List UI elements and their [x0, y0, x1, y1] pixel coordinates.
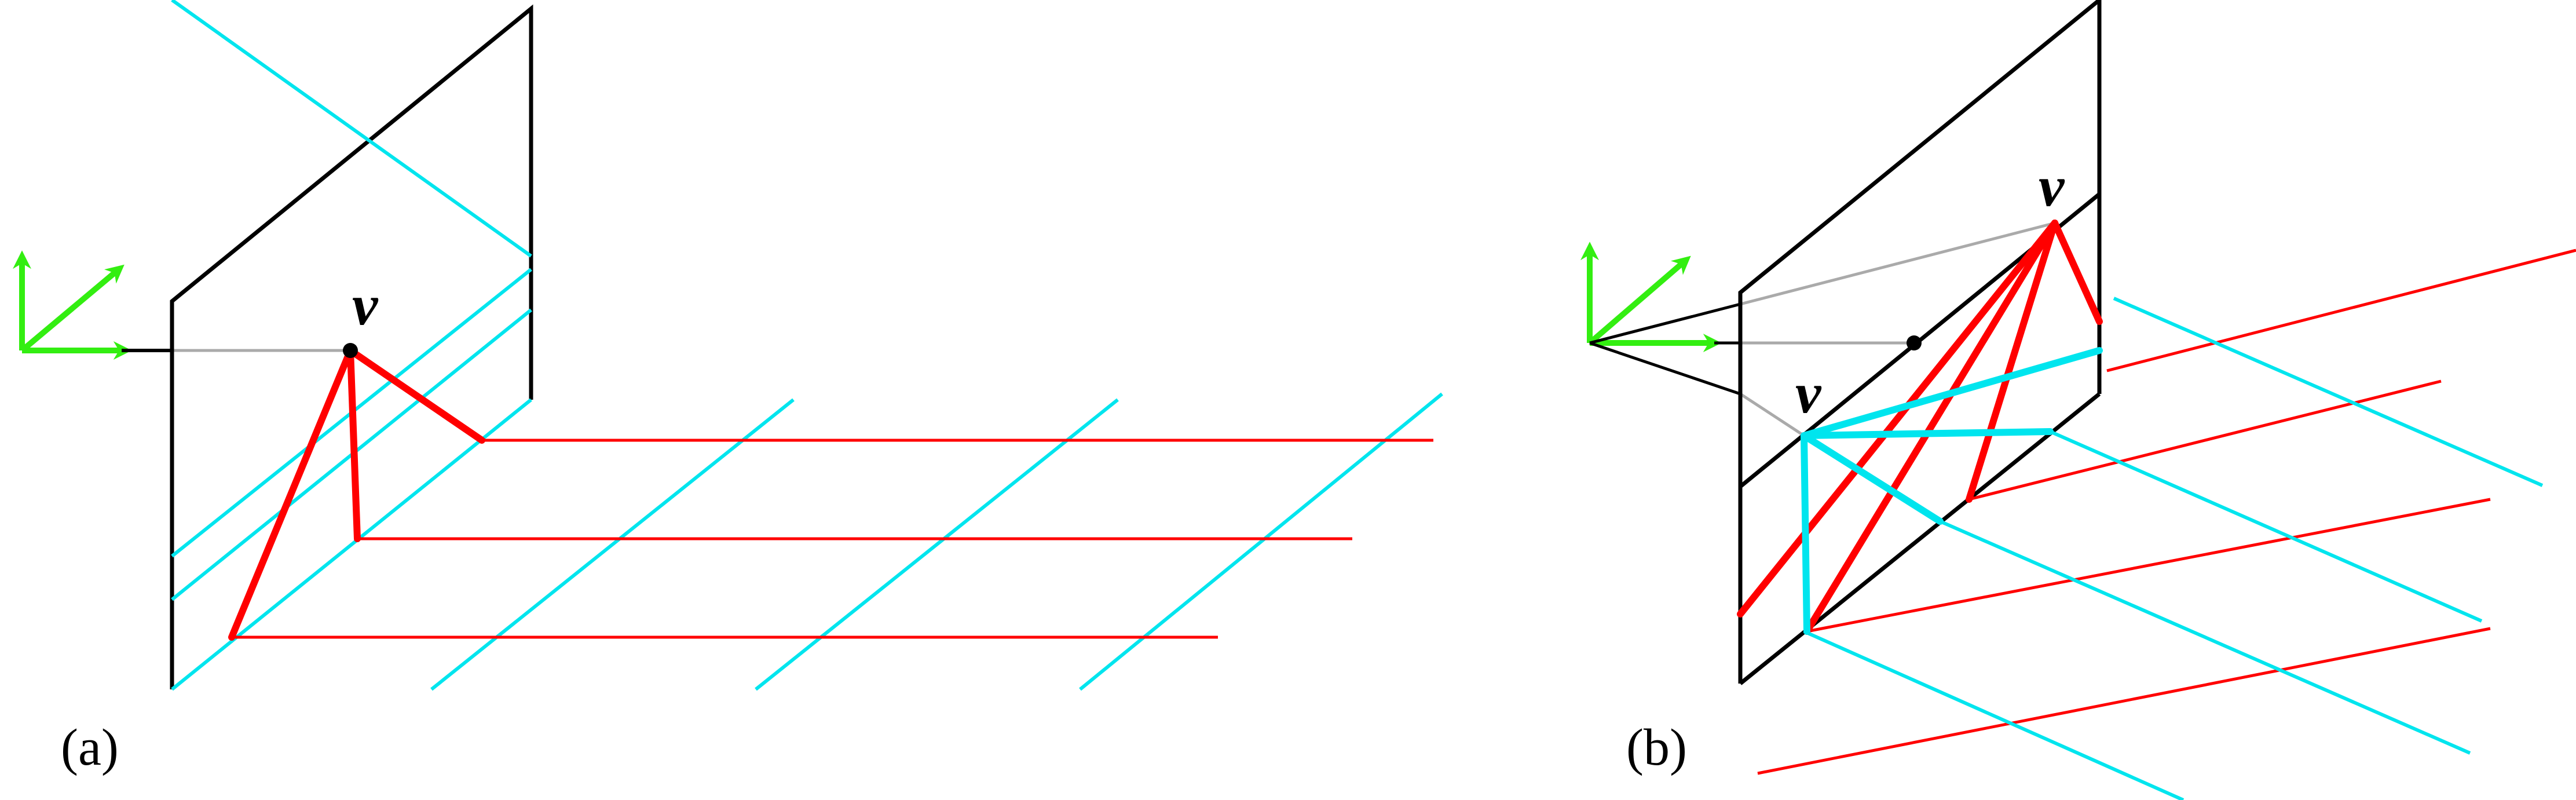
- point-label-b-lower: v: [1795, 361, 1822, 425]
- red-rays: [228, 347, 485, 641]
- red-ground-lines: [1757, 249, 2576, 775]
- vanishing-point: [343, 343, 358, 358]
- cyan-ground-lines: [1803, 297, 2544, 800]
- cyan-rays: [1801, 347, 2103, 635]
- red-rays: [1737, 220, 2103, 635]
- principal-point: [1907, 335, 1922, 350]
- point-label-a: v: [352, 273, 379, 337]
- panel-a: v (a): [12, 0, 1443, 776]
- camera-axes-icon: [12, 250, 132, 360]
- point-label-b-top: v: [2039, 154, 2065, 218]
- panel-label-b: (b): [1626, 719, 1687, 776]
- camera-rays: [1589, 302, 1741, 396]
- panel-b: v v (b): [1580, 0, 2576, 800]
- panel-label-a: (a): [61, 719, 119, 776]
- image-plane: [1738, 0, 2102, 684]
- cyan-ground-lines: [430, 392, 1443, 691]
- viewing-rays: [1739, 221, 2055, 437]
- red-ground-lines: [232, 439, 1433, 639]
- image-plane: [170, 4, 533, 689]
- camera-axes-icon: [1580, 242, 1722, 353]
